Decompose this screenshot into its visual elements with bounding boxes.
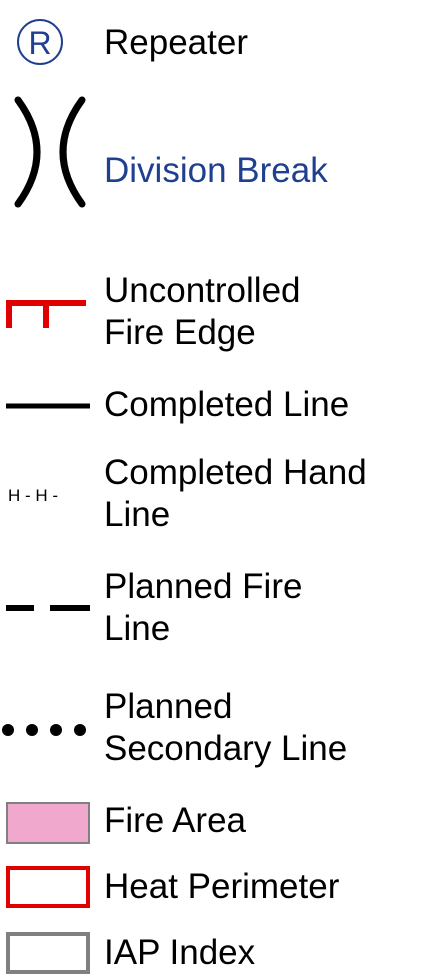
iap-index-icon <box>6 932 90 974</box>
uncontrolled-fire-edge-icon <box>4 300 88 330</box>
svg-text:R: R <box>28 25 51 61</box>
legend-label: Division Break <box>104 151 328 190</box>
planned-secondary-line-icon <box>0 722 96 738</box>
legend-label: Planned Secondary Line <box>104 687 348 768</box>
fire-area-icon <box>6 802 90 844</box>
division-break-icon <box>12 96 92 208</box>
legend-label: Heat Perimeter <box>104 867 340 906</box>
legend-label: Completed Line <box>104 385 350 424</box>
legend-label: Planned Fire Line <box>104 567 303 648</box>
circled-r-icon: R <box>16 18 64 66</box>
legend-label: IAP Index <box>104 933 256 972</box>
legend-label: Fire Area <box>104 801 246 840</box>
legend-label: Repeater <box>104 23 248 62</box>
heat-perimeter-icon <box>6 866 90 908</box>
planned-fire-line-icon <box>6 604 90 612</box>
svg-text:H - H -: H - H - <box>8 486 58 505</box>
legend-label: Completed Hand Line <box>104 453 367 534</box>
completed-line-icon <box>6 403 90 409</box>
legend-label: Uncontrolled Fire Edge <box>104 271 301 352</box>
completed-hand-line-icon: H - H - <box>8 484 100 508</box>
